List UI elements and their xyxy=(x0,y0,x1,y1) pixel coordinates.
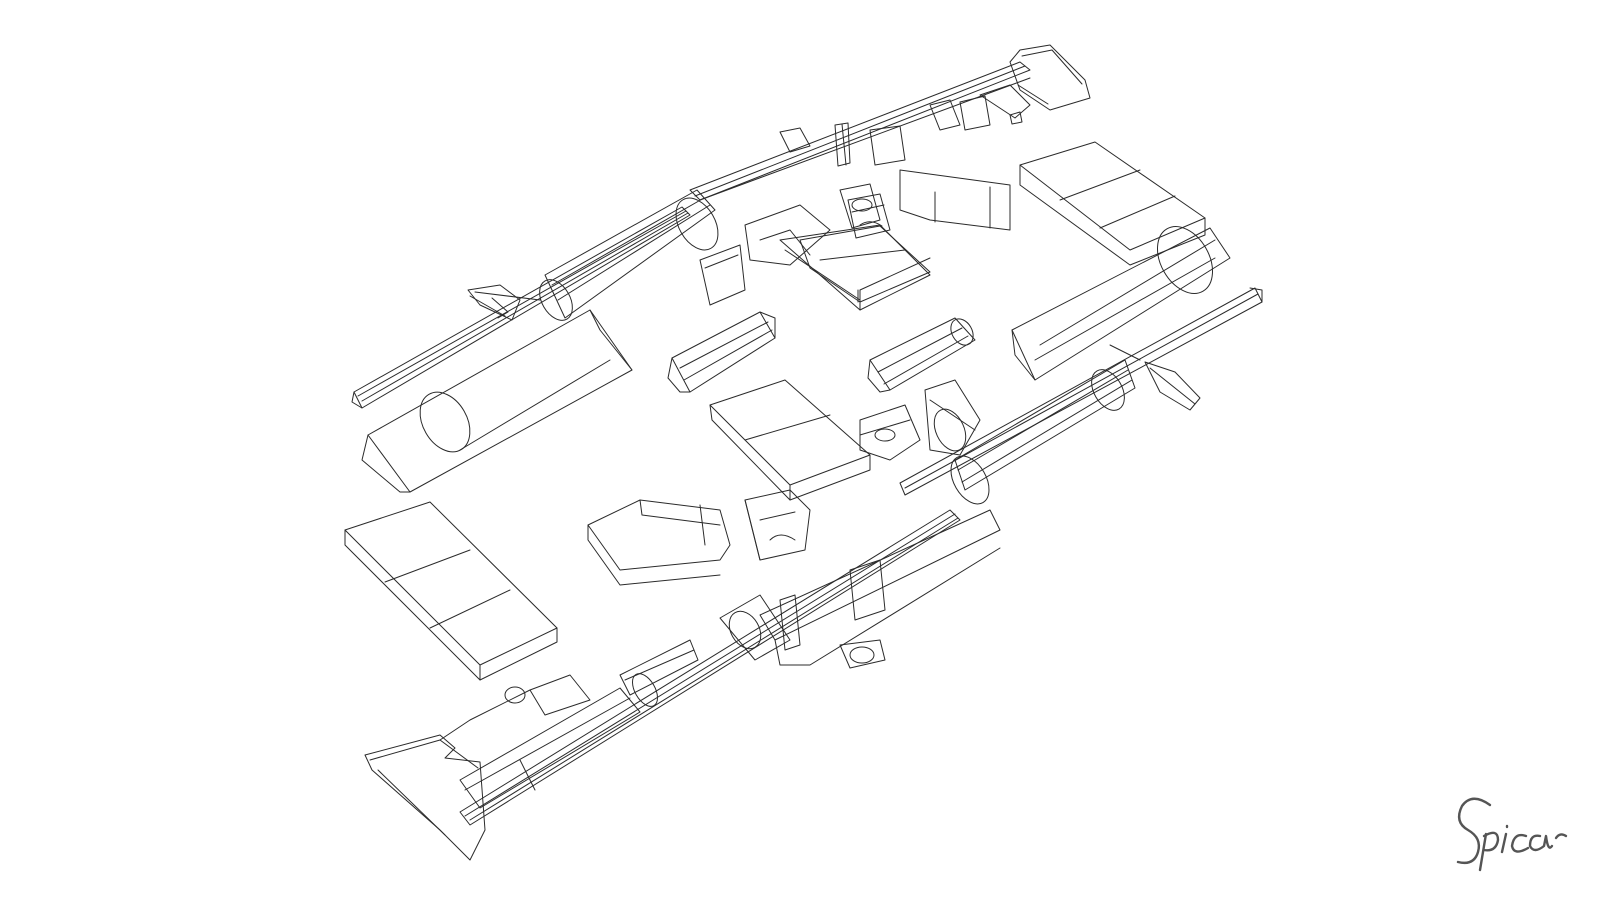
gas-tube-left xyxy=(667,311,776,393)
upper-magazine-well xyxy=(779,224,931,311)
loose-parts xyxy=(344,141,1231,681)
upper-block-center xyxy=(859,404,921,461)
lower-receiver xyxy=(459,509,961,826)
receiver-cylinder xyxy=(924,379,981,456)
lower-stock-tube xyxy=(459,687,641,809)
lower-handguard xyxy=(950,359,1136,505)
receiver-block-center xyxy=(709,379,871,501)
lower-buttstock xyxy=(364,674,591,861)
upper-pistol-grip xyxy=(899,169,1011,231)
upper-lower-receiver xyxy=(699,204,831,306)
gas-tube-right xyxy=(867,317,976,393)
handguard-half-left xyxy=(361,309,633,493)
lower-upper-rail xyxy=(759,509,1001,669)
receiver-body-lower xyxy=(587,499,731,586)
upper-handguard xyxy=(539,189,719,321)
upper-front-sight xyxy=(467,284,541,321)
artist-signature xyxy=(1456,797,1568,872)
upper-rear-sight xyxy=(839,183,881,229)
handguard-half-right xyxy=(1011,226,1231,381)
trigger-housing xyxy=(744,489,811,561)
upper-buttstock xyxy=(959,44,1091,131)
lower-carry-handle xyxy=(619,639,699,707)
lower-rifle-assembly xyxy=(364,287,1263,861)
magazine-left xyxy=(344,501,558,681)
magazine-right xyxy=(1019,141,1206,266)
housing-top-center xyxy=(799,225,931,303)
bolt-carrier xyxy=(847,193,891,239)
upper-rifle-assembly xyxy=(351,44,1091,409)
lower-front-sight xyxy=(1109,344,1201,411)
upper-barrel xyxy=(351,206,691,409)
